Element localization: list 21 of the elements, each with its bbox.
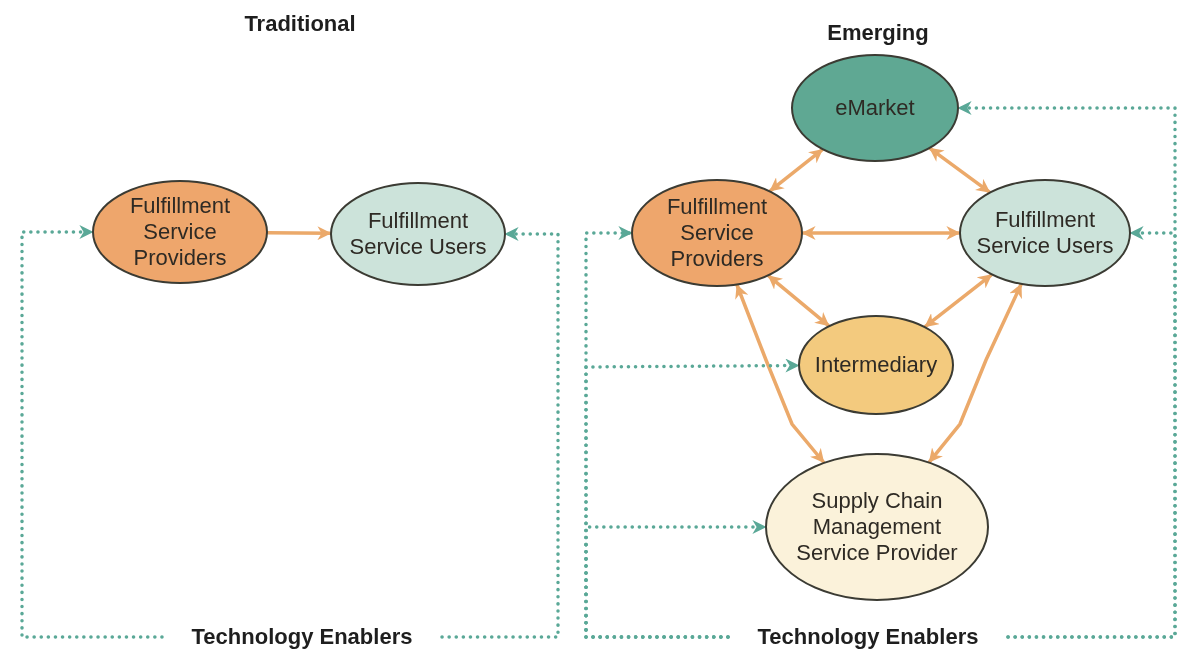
node-label: Fulfillment Service Users bbox=[348, 208, 488, 260]
dotted-arrow bbox=[440, 227, 560, 639]
double-headed-arrow bbox=[767, 274, 831, 328]
section-label: Technology Enablers bbox=[191, 624, 413, 650]
dotted-arrow bbox=[20, 225, 164, 639]
node-label: Fulfillment Service Users bbox=[975, 207, 1115, 259]
section-heading: Traditional bbox=[244, 11, 356, 37]
section-label: Technology Enablers bbox=[757, 624, 979, 650]
dotted-arrow bbox=[957, 101, 1177, 639]
double-headed-arrow bbox=[923, 273, 993, 329]
arrow bbox=[266, 226, 332, 241]
node-label: Supply Chain Management Service Provider bbox=[795, 488, 959, 566]
double-headed-arrow bbox=[928, 146, 991, 194]
node-label: eMarket bbox=[834, 95, 916, 121]
double-headed-arrow bbox=[768, 148, 824, 193]
dotted-arrow bbox=[584, 520, 767, 639]
double-headed-arrow bbox=[801, 226, 961, 240]
section-heading: Emerging bbox=[827, 20, 929, 46]
node-label: Fulfillment Service Providers bbox=[128, 193, 232, 271]
node-label: Fulfillment Service Providers bbox=[665, 194, 769, 272]
node-label: Intermediary bbox=[813, 352, 939, 378]
